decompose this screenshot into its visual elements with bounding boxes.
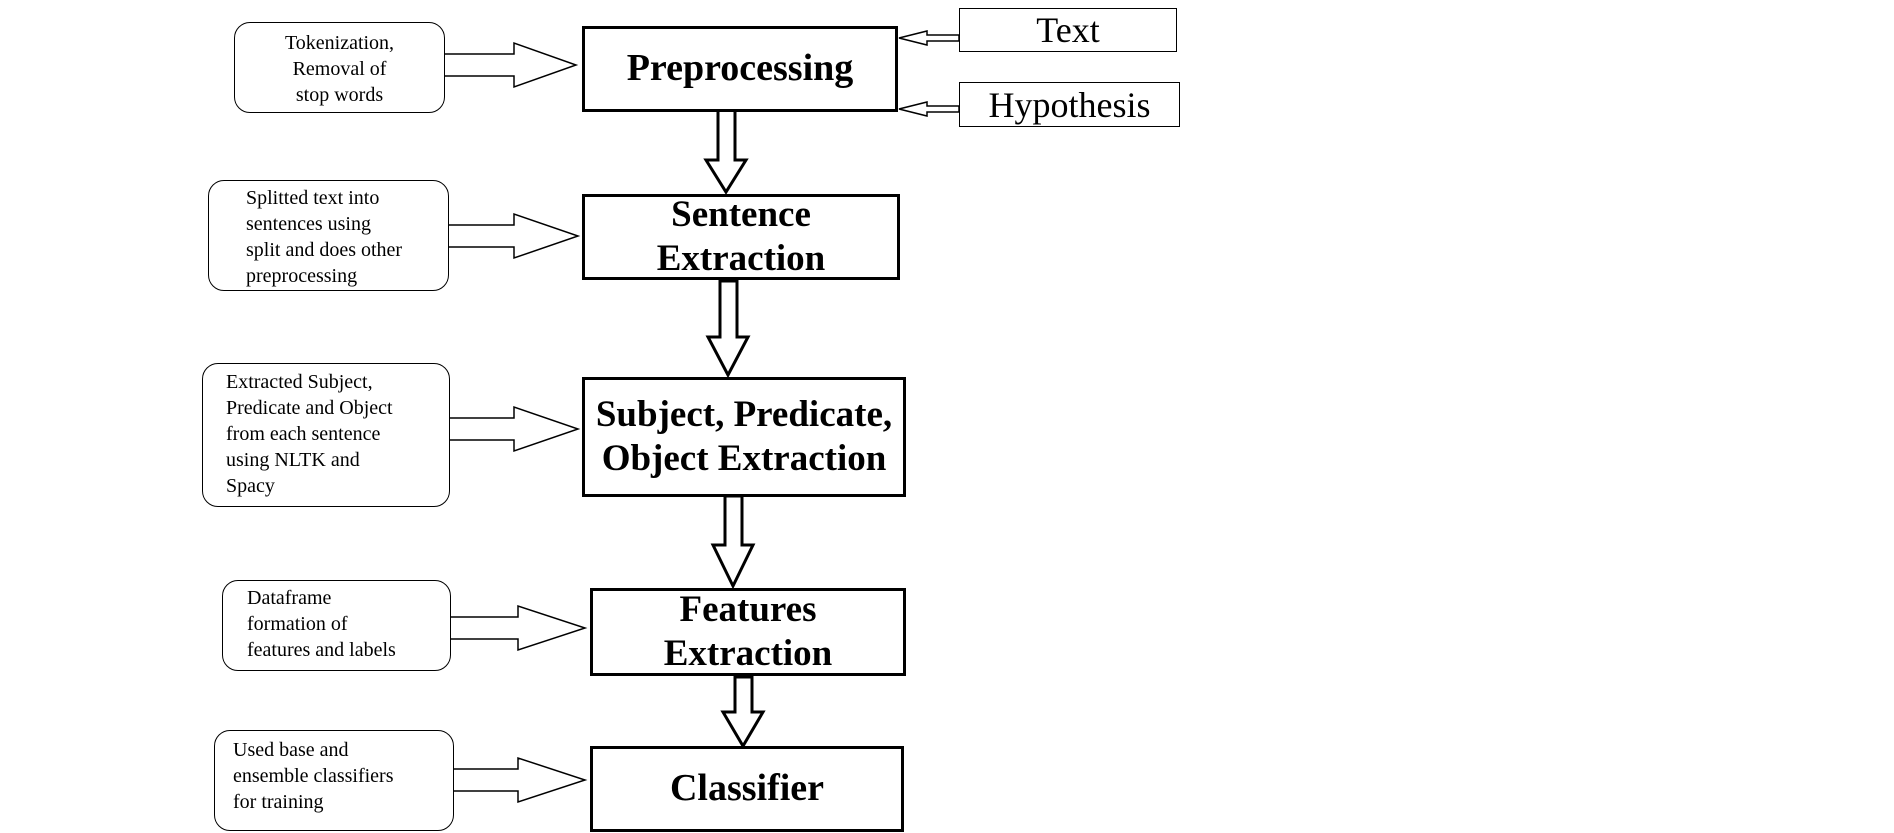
stage-preprocessing: Preprocessing	[582, 26, 898, 112]
note-spo-extraction: Extracted Subject, Predicate and Object …	[202, 363, 450, 507]
note-classifier-line-3: for training	[233, 791, 324, 813]
note-preprocessing: Tokenization, Removal of stop words	[234, 22, 445, 113]
note-arrow-1	[442, 41, 579, 89]
note-arrow-5	[449, 756, 588, 804]
note-arrow-4	[447, 604, 588, 652]
note-classifier-line-1: Used base and	[233, 739, 349, 761]
stage-preprocessing-label: Preprocessing	[626, 47, 854, 90]
text-input-arrow	[898, 30, 960, 46]
hypothesis-input-arrow	[898, 101, 960, 117]
note-spo-extraction-line-3: from each sentence	[226, 423, 381, 445]
flow-arrow-3	[710, 494, 756, 590]
note-spo-extraction-line-1: Extracted Subject,	[226, 371, 373, 393]
note-features-extraction-line-1: Dataframe	[247, 587, 332, 609]
note-spo-extraction-line-2: Predicate and Object	[226, 397, 393, 419]
note-preprocessing-line-1: Tokenization,	[284, 32, 395, 54]
note-arrow-3	[447, 405, 581, 453]
note-preprocessing-line-2: Removal of	[292, 58, 387, 80]
note-features-extraction-line-3: features and labels	[247, 639, 396, 661]
flow-arrow-1	[703, 108, 749, 195]
note-spo-extraction-line-5: Spacy	[226, 475, 275, 497]
note-arrow-2	[446, 212, 581, 260]
input-hypothesis: Hypothesis	[959, 82, 1180, 127]
stage-features-extraction-line-1: Features	[679, 588, 817, 630]
input-hypothesis-label: Hypothesis	[988, 84, 1151, 125]
stage-spo-extraction-line-2: Object Extraction	[601, 438, 887, 479]
stage-features-extraction: Features Extraction	[590, 588, 906, 676]
stage-classifier-label: Classifier	[669, 767, 825, 810]
note-features-extraction-line-2: formation of	[247, 613, 348, 635]
stage-sentence-extraction-line-1: Sentence	[671, 193, 811, 235]
stage-classifier: Classifier	[590, 746, 904, 832]
note-sentence-extraction-line-2: sentences using	[246, 213, 371, 235]
note-classifier: Used base and ensemble classifiers for t…	[214, 730, 454, 831]
note-features-extraction: Dataframe formation of features and labe…	[222, 580, 451, 671]
note-preprocessing-line-3: stop words	[295, 84, 384, 106]
flow-arrow-4	[720, 675, 766, 749]
note-sentence-extraction: Splitted text into sentences using split…	[208, 180, 449, 291]
stage-spo-extraction: Subject, Predicate, Object Extraction	[582, 377, 906, 497]
stage-sentence-extraction: Sentence Extraction	[582, 194, 900, 280]
note-classifier-line-2: ensemble classifiers	[233, 765, 394, 787]
note-sentence-extraction-line-3: split and does other	[246, 239, 403, 261]
stage-sentence-extraction-line-2: Extraction	[656, 238, 826, 279]
note-sentence-extraction-line-4: preprocessing	[246, 265, 358, 287]
input-text-label: Text	[1036, 10, 1100, 50]
input-text: Text	[959, 8, 1177, 52]
note-spo-extraction-line-4: using NLTK and	[226, 449, 360, 471]
flow-arrow-2	[705, 279, 751, 379]
stage-spo-extraction-line-1: Subject, Predicate,	[595, 393, 893, 435]
stage-features-extraction-line-2: Extraction	[663, 633, 833, 674]
note-sentence-extraction-line-1: Splitted text into	[246, 187, 380, 209]
